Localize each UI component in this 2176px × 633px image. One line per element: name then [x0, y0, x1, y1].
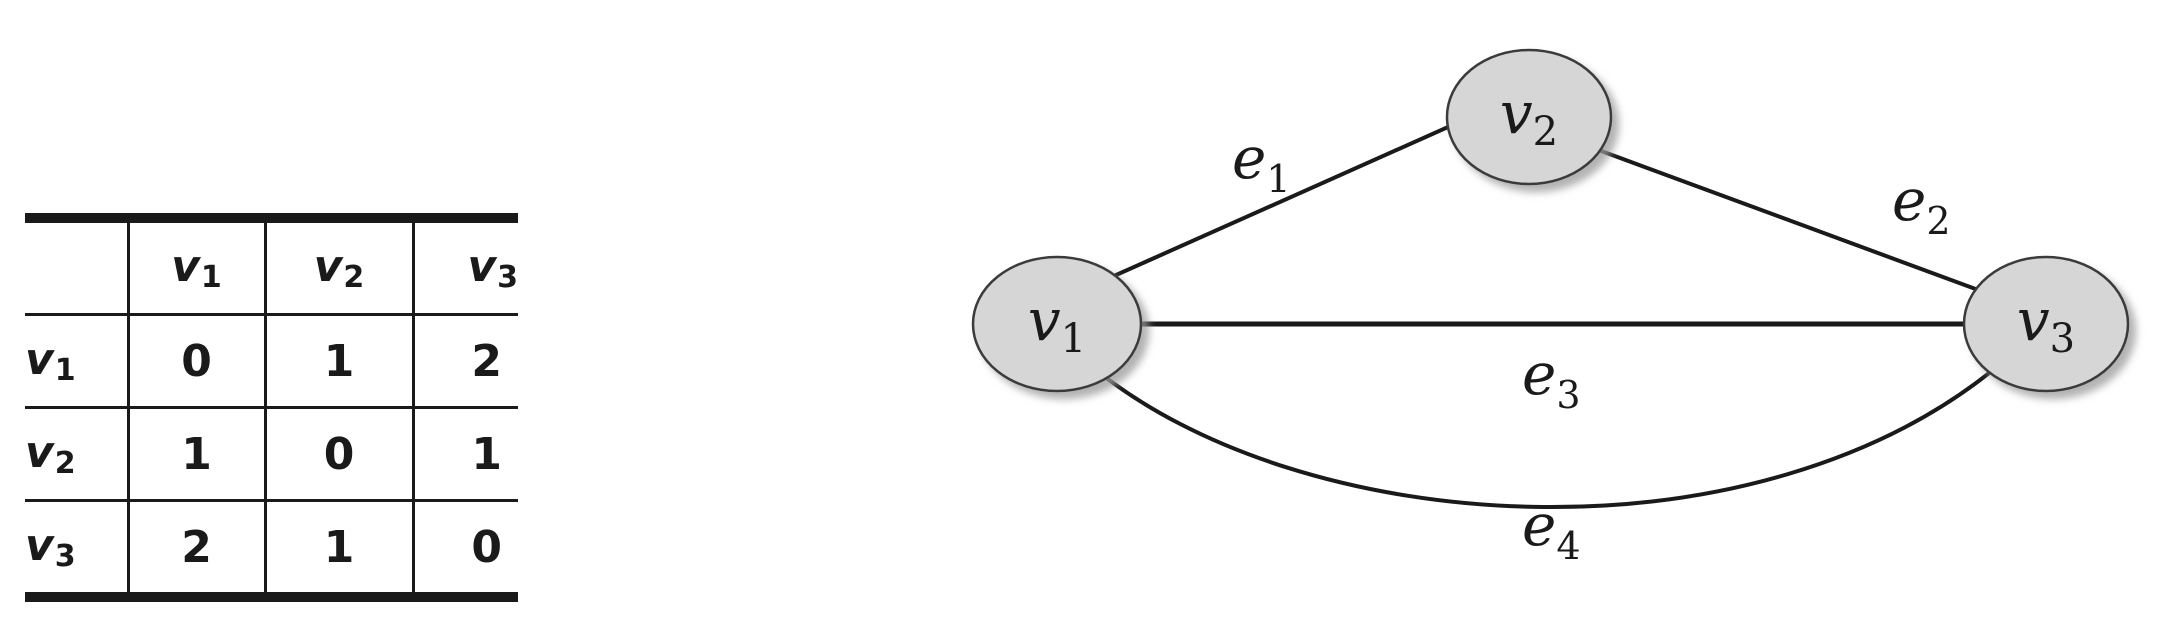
node-v1: v1: [971, 255, 1143, 393]
row-header-v2: v2: [25, 406, 128, 501]
table-row: v2 1 0 1: [25, 406, 518, 501]
matrix-cell: 2: [411, 313, 518, 408]
graph-canvas: e1 e2 e3 e4 v1 v2 v3: [971, 48, 2130, 568]
distance-matrix-table: v1 v2 v3 v1 0 1 2 v2 1 0 1: [25, 213, 518, 602]
corner-cell: [25, 223, 128, 315]
table-bottom-rule: [25, 592, 518, 602]
header-row: v1 v2 v3: [25, 223, 518, 315]
column-header-v1: v1: [126, 223, 265, 315]
node-label-v2: v2: [1500, 79, 1558, 155]
matrix-cell: 1: [411, 406, 518, 501]
node-v3: v3: [1962, 255, 2130, 393]
edge-e4: [1088, 358, 2007, 510]
matrix-cell: 2: [126, 499, 265, 592]
node-label-v3: v3: [2017, 286, 2075, 362]
row-header-v3: v3: [25, 499, 128, 592]
edge-e2: [1584, 143, 2001, 300]
edge-label-e1: e1: [1232, 124, 1291, 201]
matrix-cell: 1: [263, 313, 413, 408]
table-top-rule: [25, 213, 518, 223]
table-row: v1 0 1 2: [25, 313, 518, 408]
matrix-cell: 0: [411, 499, 518, 592]
matrix-cell: 1: [263, 499, 413, 592]
row-header-v1: v1: [25, 313, 128, 408]
node-label-v1: v1: [1028, 286, 1086, 362]
matrix-cell: 1: [126, 406, 265, 501]
matrix-cell: 0: [126, 313, 265, 408]
graph-diagram: e1 e2 e3 e4 v1 v2 v3: [940, 40, 2176, 620]
node-v2: v2: [1445, 48, 1613, 186]
edge-label-e3: e3: [1522, 340, 1581, 417]
edge-e1: [1059, 113, 1476, 302]
column-header-v3: v3: [411, 223, 518, 315]
matrix-grid: v1 v2 v3 v1 0 1 2 v2 1 0 1: [25, 223, 518, 592]
edge-label-e2: e2: [1892, 166, 1951, 243]
matrix-cell: 0: [263, 406, 413, 501]
column-header-v2: v2: [263, 223, 413, 315]
edge-label-e4: e4: [1522, 491, 1581, 568]
table-row: v3 2 1 0: [25, 499, 518, 592]
